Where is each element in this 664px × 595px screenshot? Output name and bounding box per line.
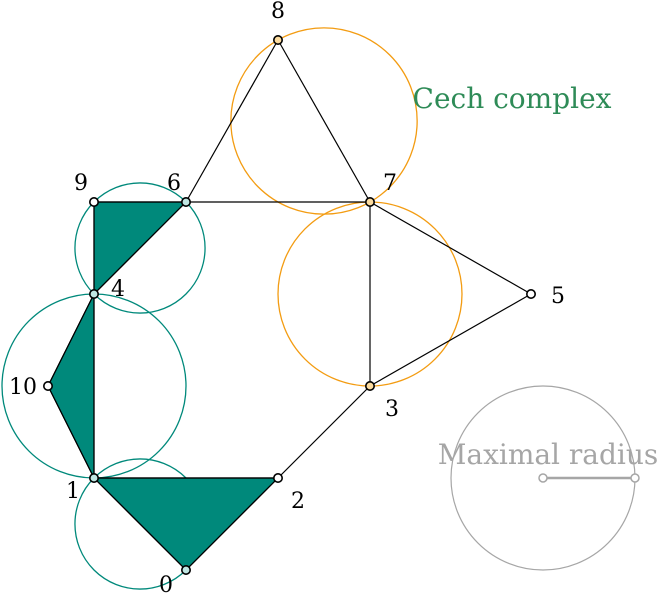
edge-7-5 <box>369 201 532 295</box>
triangle-1-2-0 <box>92 477 280 571</box>
legend: Maximal radius <box>438 385 659 571</box>
vertex-label-8: 8 <box>271 0 285 24</box>
vertex-label-10: 10 <box>9 375 37 400</box>
edge-3-2 <box>277 385 371 479</box>
vertex-label-2: 2 <box>291 489 305 514</box>
legend-center-point <box>538 473 548 483</box>
edge-2-0 <box>185 477 279 571</box>
edge-5-3 <box>369 293 532 387</box>
legend-end-point <box>630 473 640 483</box>
vertex-4 <box>89 288 100 299</box>
diagram-title: Cech complex <box>413 82 612 115</box>
vertex-8 <box>272 34 283 45</box>
triangle-4-10-1 <box>47 293 95 479</box>
vertex-label-7: 7 <box>383 171 397 196</box>
vertex-labels-layer: 0 1 2 3 4 5 6 7 8 9 10 <box>9 0 565 595</box>
vertex-label-6: 6 <box>167 171 181 196</box>
edge-8-7 <box>277 39 371 203</box>
edge-4-10 <box>47 293 95 387</box>
triangles-layer <box>47 201 280 571</box>
vertex-label-9: 9 <box>74 171 88 196</box>
vertex-2 <box>272 472 283 483</box>
vertex-label-0: 0 <box>159 573 173 595</box>
vertex-10 <box>42 380 53 391</box>
vertex-label-4: 4 <box>111 277 125 302</box>
vertex-label-5: 5 <box>551 284 565 309</box>
ball-6-4 <box>74 182 206 314</box>
vertex-9 <box>89 197 100 208</box>
vertex-6 <box>181 197 192 208</box>
vertex-1 <box>89 472 100 483</box>
vertex-label-3: 3 <box>385 397 399 422</box>
vertex-7 <box>364 197 375 208</box>
vertex-5 <box>525 288 536 299</box>
edge-10-1 <box>47 385 95 479</box>
vertices-layer <box>42 34 536 575</box>
edges-layer <box>47 39 532 571</box>
edge-8-6 <box>185 39 279 203</box>
vertex-3 <box>364 380 375 391</box>
legend-label: Maximal radius <box>438 438 659 471</box>
vertex-label-1: 1 <box>66 479 80 504</box>
vertex-0 <box>181 564 192 575</box>
edge-4-6 <box>93 201 187 295</box>
edge-1-0 <box>93 477 187 571</box>
